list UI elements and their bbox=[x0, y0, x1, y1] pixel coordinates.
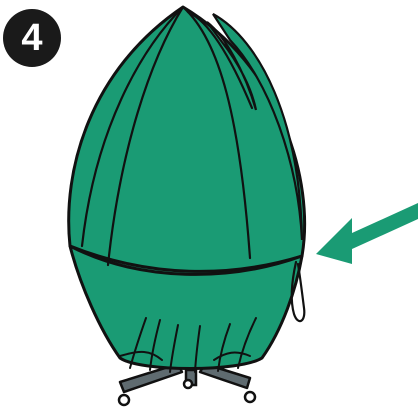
drawstring-icon bbox=[290, 260, 306, 323]
cover-skirt bbox=[68, 244, 304, 370]
cover-opening-gap bbox=[206, 21, 258, 111]
cover-body bbox=[67, 5, 307, 273]
caster-left bbox=[117, 393, 131, 407]
caster-right bbox=[243, 390, 257, 404]
base-arm-left bbox=[118, 362, 184, 394]
caster-front bbox=[182, 378, 194, 390]
step-number-badge: 4 bbox=[3, 9, 61, 67]
step-number: 4 bbox=[21, 16, 43, 59]
skirt-folds bbox=[119, 317, 257, 373]
cover-right-flap bbox=[212, 13, 304, 241]
pointer-arrow-icon bbox=[316, 203, 418, 264]
cover-seams bbox=[80, 5, 254, 267]
waist-seam bbox=[69, 244, 303, 276]
swivel-base-icon bbox=[117, 362, 257, 407]
